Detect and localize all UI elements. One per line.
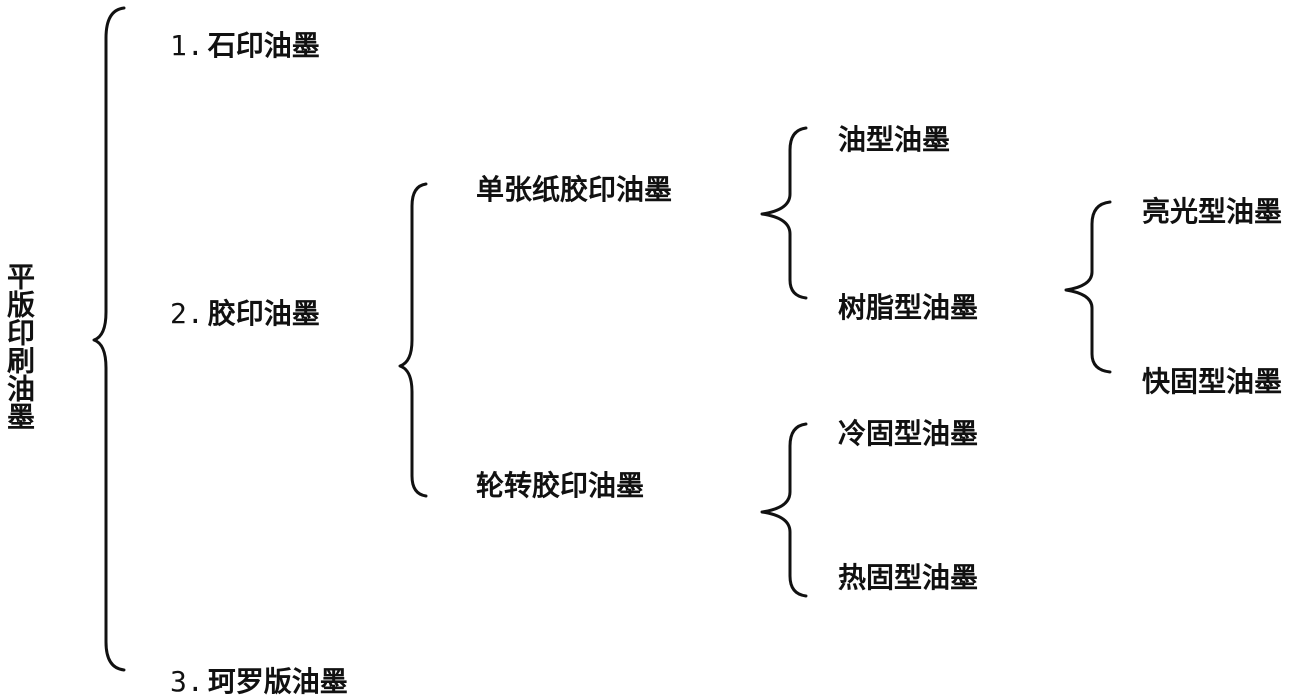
level1-label: 珂罗版油墨 (207, 665, 348, 698)
level1-item-collotype-ink: 3.珂罗版油墨 (170, 668, 348, 696)
level3-item-resin-type-ink: 树脂型油墨 (838, 291, 979, 324)
level1-item-offset-ink: 2.胶印油墨 (170, 300, 320, 328)
level1-number: 2. (170, 297, 204, 330)
resin-ink-brace (1064, 200, 1112, 374)
level4-item-quick-set-ink: 快固型油墨 (1142, 365, 1283, 398)
level1-label: 石印油墨 (207, 29, 320, 62)
level1-label: 胶印油墨 (207, 297, 320, 330)
level1-number: 1. (170, 29, 204, 62)
offset-ink-brace (398, 182, 428, 498)
level3-item-heat-set-ink: 热固型油墨 (838, 561, 979, 594)
root-brace (92, 6, 126, 672)
root-label-lithographic-ink: 平版印刷油墨 (3, 262, 36, 430)
level2-item-webfed-offset-ink: 轮转胶印油墨 (476, 469, 645, 502)
level3-item-oil-type-ink: 油型油墨 (838, 123, 951, 156)
webfed-ink-brace (760, 422, 808, 598)
level3-item-cold-set-ink: 冷固型油墨 (838, 417, 979, 450)
level1-number: 3. (170, 665, 204, 698)
level1-item-litho-stone-ink: 1.石印油墨 (170, 32, 320, 60)
sheetfed-ink-brace (760, 126, 808, 300)
level4-item-gloss-ink: 亮光型油墨 (1142, 195, 1283, 228)
level2-item-sheetfed-offset-ink: 单张纸胶印油墨 (476, 173, 673, 206)
